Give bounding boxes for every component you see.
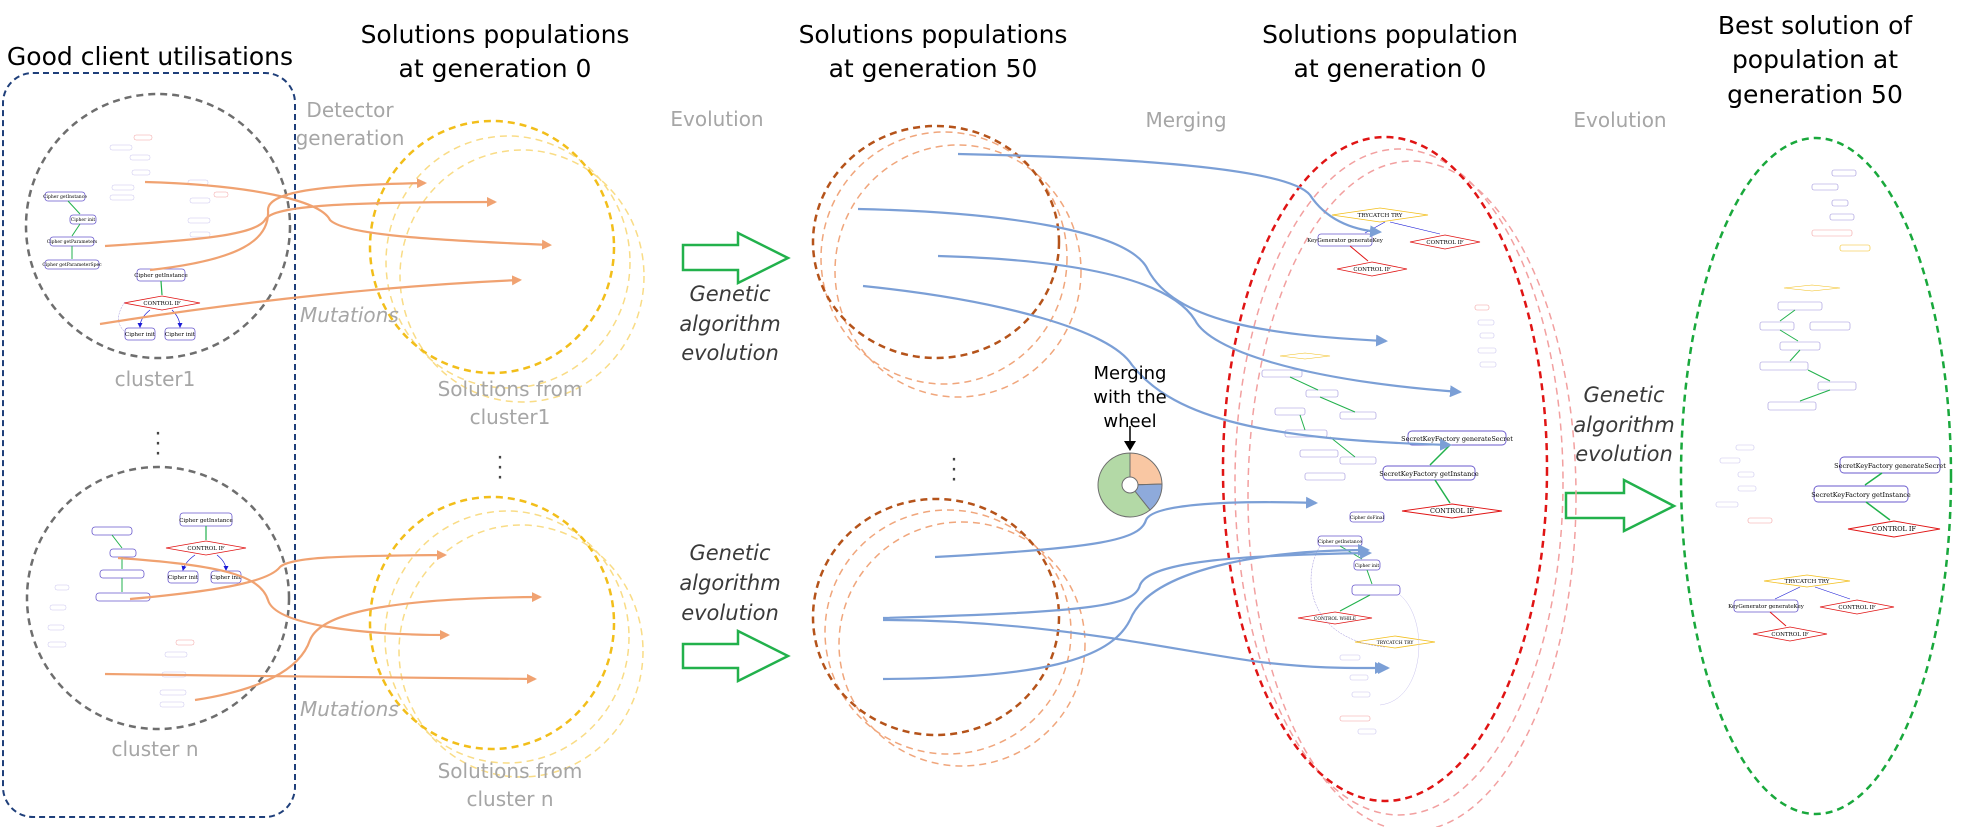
m-node-skf-instance: SecretKeyFactory getInstance: [1379, 470, 1479, 478]
best-population-ellipse: [1679, 136, 1953, 816]
ga-label-3-line2: algorithm: [1573, 413, 1675, 437]
cluster1-circle: [24, 92, 292, 360]
pop0-cluster1-ellipses: [368, 119, 645, 403]
mutation-arrows-clustern: [104, 550, 542, 702]
ellipsis-pop50: ···: [950, 445, 958, 492]
label-mutations-1: Mutations: [300, 303, 399, 327]
cluster1-graph: Cipher getInstance Cipher init Cipher ge…: [42, 134, 229, 341]
ga-label-2-line1: Genetic: [689, 541, 771, 565]
ga-arrow-right: [1564, 477, 1677, 534]
title-best-line1: Best solution of: [1717, 11, 1913, 40]
title-merged0-line1: Solutions population: [1262, 20, 1518, 49]
ga-arrow-bottom: [681, 628, 791, 684]
b-node-skf-instance: SecretKeyFactory getInstance: [1811, 491, 1911, 499]
b-node-trycatch: TRYCATCH TRY: [1785, 579, 1830, 585]
title-pop50-line2: at generation 50: [828, 54, 1038, 83]
c1-node-getinstance: Cipher getInstance: [43, 194, 87, 200]
m-node-trycatch: TRYCATCH TRY: [1358, 213, 1403, 219]
merged-graph: TRYCATCH TRY KeyGenerator generateKey CO…: [1261, 207, 1513, 735]
ga-arrow-top: [681, 230, 791, 286]
b-node-control-if3: CONTROL IF: [1771, 632, 1808, 638]
best-graph: SecretKeyFactory generateSecret SecretKe…: [1715, 169, 1946, 642]
title-pop0-line2: at generation 0: [398, 54, 592, 83]
c1-node-init-b: Cipher init: [165, 332, 196, 338]
m-node-control-if1: CONTROL IF: [1426, 240, 1463, 246]
m-node-control-while: CONTROL WHILE: [1314, 616, 1356, 622]
c1-node-control-if: CONTROL IF: [143, 301, 180, 307]
c1-node-getparamspec: Cipher getParameterSpec: [42, 262, 102, 268]
title-pop0-line1: Solutions populations: [360, 20, 630, 49]
merged-population-ellipses: [1221, 135, 1577, 827]
wheel-label-line2: with the: [1093, 387, 1167, 408]
m-node-control-if3: CONTROL IF: [1430, 507, 1474, 515]
label-detector-line1: Detector: [306, 98, 394, 122]
c1-node-getparams: Cipher getParameters: [47, 239, 98, 245]
ellipsis-pop0: ···: [496, 443, 504, 490]
client-utilisations-box: [2, 72, 296, 818]
m-node-keygen: KeyGenerator generateKey: [1307, 238, 1384, 244]
label-clustern: cluster n: [111, 737, 199, 761]
c1-node-init-a: Cipher init: [125, 332, 156, 338]
cn-node-control-if: CONTROL IF: [187, 546, 224, 552]
m-node-control-if2: CONTROL IF: [1353, 267, 1390, 273]
label-evolution-2: Evolution: [1573, 108, 1667, 132]
c1-node-init: Cipher init: [71, 217, 96, 223]
b-node-skf-secret: SecretKeyFactory generateSecret: [1834, 462, 1946, 470]
label-sol-cluster1-line1: Solutions from: [437, 377, 583, 401]
m-node-cipher-init: Cipher init: [1355, 563, 1380, 569]
title-good-client: Good client utilisations: [6, 42, 294, 71]
ga-label-2-line3: evolution: [681, 601, 779, 625]
ga-label-2-line2: algorithm: [679, 571, 781, 595]
c1-node-getinstance2: Cipher getInstance: [134, 273, 188, 279]
title-best-line3: generation 50: [1727, 80, 1903, 109]
ga-label-1-line3: evolution: [681, 341, 779, 365]
b-node-control-if2: CONTROL IF: [1838, 605, 1875, 611]
label-mutations-2: Mutations: [300, 697, 399, 721]
ga-label-1-line2: algorithm: [679, 312, 781, 336]
mutation-arrows-cluster1: [99, 178, 552, 326]
ga-label-3-line3: evolution: [1575, 442, 1673, 466]
label-merging: Merging: [1145, 108, 1227, 132]
pop0-clustern-ellipses: [368, 495, 644, 778]
label-sol-clustern-line1: Solutions from: [437, 759, 583, 783]
title-pop50-line1: Solutions populations: [798, 20, 1068, 49]
b-node-keygen: KeyGenerator generateKey: [1728, 604, 1805, 610]
label-sol-cluster1-line2: cluster1: [469, 405, 551, 429]
m-node-skf-secret: SecretKeyFactory generateSecret: [1401, 435, 1513, 443]
ga-label-3-line1: Genetic: [1583, 383, 1665, 407]
title-merged0-line2: at generation 0: [1293, 54, 1487, 83]
clustern-circle: [25, 465, 291, 731]
m-node-cipher-dofinal: Cipher doFinal: [1350, 515, 1385, 521]
title-best-line2: population at: [1731, 45, 1899, 74]
cn-node-getinstance: Cipher getInstance: [179, 518, 233, 524]
ellipsis-clusters: ···: [154, 419, 162, 466]
wheel-label-line3: wheel: [1103, 411, 1157, 432]
clustern-graph: Cipher getInstance CONTROL IF Cipher ini…: [47, 512, 247, 708]
label-evolution-1: Evolution: [670, 107, 764, 131]
wheel-label-line1: Merging: [1093, 363, 1167, 384]
label-detector-line2: generation: [295, 126, 405, 150]
m-node-cipher-getinstance: Cipher getInstance: [1318, 539, 1362, 545]
cn-node-init-b: Cipher init: [211, 575, 242, 581]
merging-wheel: [1097, 426, 1163, 518]
label-cluster1: cluster1: [114, 367, 196, 391]
cn-node-init-a: Cipher init: [168, 575, 199, 581]
ga-label-1-line1: Genetic: [689, 282, 771, 306]
pop50-top-ellipses: [811, 124, 1082, 398]
b-node-control-if: CONTROL IF: [1872, 525, 1916, 533]
merging-arrows: [857, 152, 1462, 681]
m-node-trycatch2: TRYCATCH TRY: [1377, 640, 1415, 646]
label-sol-clustern-line2: cluster n: [466, 787, 554, 811]
